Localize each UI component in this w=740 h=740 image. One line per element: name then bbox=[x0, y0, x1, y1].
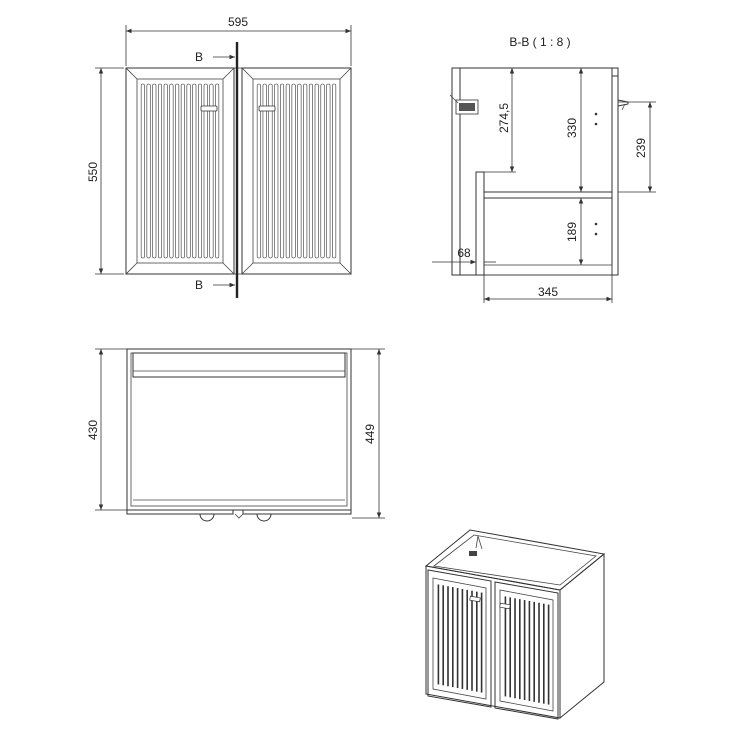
front-width-dimension: 595 bbox=[125, 15, 352, 66]
dim-449: 449 bbox=[363, 424, 377, 444]
flute bbox=[279, 83, 285, 259]
dim-68: 68 bbox=[457, 246, 471, 260]
top-view: 430 449 bbox=[86, 348, 385, 522]
front-view: 595 550 bbox=[86, 15, 352, 298]
flute bbox=[303, 83, 308, 259]
iso-left-handle bbox=[469, 595, 481, 603]
dim-345: 345 bbox=[538, 285, 558, 299]
flute bbox=[146, 83, 151, 259]
front-width-label: 595 bbox=[228, 15, 248, 29]
iso-bracket bbox=[469, 551, 477, 556]
right-door bbox=[241, 67, 352, 275]
flute bbox=[209, 83, 214, 259]
flute bbox=[285, 83, 290, 259]
flute bbox=[140, 83, 145, 259]
flute bbox=[320, 83, 325, 259]
flute bbox=[274, 83, 279, 259]
section-mark-top: B bbox=[195, 50, 203, 64]
flute bbox=[163, 83, 168, 259]
section-cut-line: B B bbox=[195, 42, 239, 298]
flute bbox=[192, 83, 197, 259]
section-mark-bottom: B bbox=[195, 278, 203, 292]
left-door-handle bbox=[200, 105, 218, 112]
right-door-flutes bbox=[256, 83, 337, 259]
iso-left-door-flutes bbox=[437, 584, 483, 693]
section-view: B-B ( 1 : 8 ) 274,5 330 bbox=[432, 35, 656, 303]
left-door-flutes bbox=[140, 83, 220, 259]
flute bbox=[157, 83, 163, 259]
flute bbox=[203, 83, 208, 259]
iso-right-handle bbox=[499, 602, 511, 610]
mounting-bracket bbox=[449, 94, 479, 115]
left-door bbox=[125, 67, 235, 275]
right-door-handle bbox=[258, 105, 276, 112]
flute bbox=[152, 83, 157, 259]
flute bbox=[268, 83, 273, 259]
flute bbox=[197, 83, 203, 259]
iso-right-door-flutes bbox=[504, 596, 550, 705]
flute bbox=[175, 83, 180, 259]
flute bbox=[262, 83, 267, 259]
flute bbox=[291, 83, 296, 259]
flute bbox=[326, 83, 331, 259]
flute bbox=[332, 83, 337, 259]
section-title: B-B ( 1 : 8 ) bbox=[509, 35, 570, 49]
flute bbox=[297, 83, 302, 259]
isometric-view bbox=[424, 529, 606, 720]
flute bbox=[186, 83, 191, 259]
dim-430: 430 bbox=[86, 420, 100, 440]
flute bbox=[180, 83, 185, 259]
dim-330: 330 bbox=[565, 118, 579, 138]
front-height-dimension: 550 bbox=[86, 67, 124, 275]
dim-274-5: 274,5 bbox=[497, 103, 511, 133]
flute bbox=[169, 83, 174, 259]
flute bbox=[308, 83, 314, 259]
flute bbox=[256, 83, 261, 259]
dim-239: 239 bbox=[634, 138, 648, 158]
flute bbox=[314, 83, 319, 259]
front-height-label: 550 bbox=[86, 162, 100, 182]
flute bbox=[215, 83, 220, 259]
dim-189: 189 bbox=[565, 222, 579, 242]
